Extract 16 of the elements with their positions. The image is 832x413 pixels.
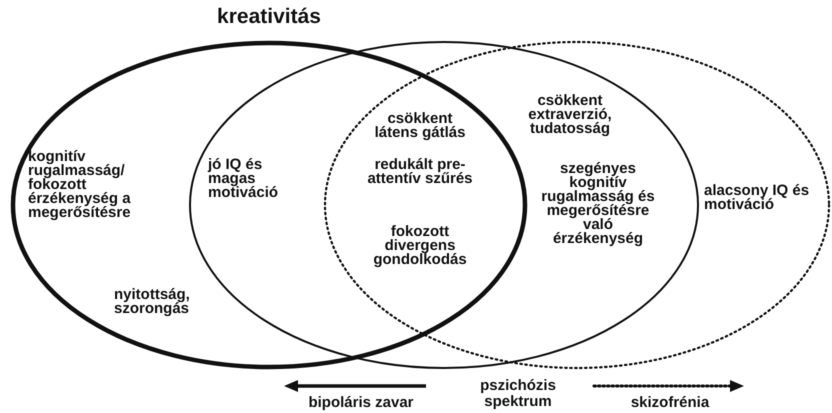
region-text: fokozott divergens gondolkodás	[372, 225, 468, 267]
venn-ellipse	[188, 40, 700, 370]
axis-label: bipoláris zavar	[307, 395, 415, 411]
region-text: redukált pre-attentív szűrés	[366, 158, 474, 186]
axis-label: pszichózis spektrum	[479, 378, 557, 410]
region-text: jó IQ és magas motiváció	[208, 158, 280, 200]
region-text: alacsony IQ és motiváció	[704, 184, 810, 212]
venn-ellipse	[10, 8, 528, 370]
region-text: kognitív rugalmasság/ fokozott érzékenység a megerősítésre	[28, 150, 132, 220]
region-text: csökkent látens gátlás	[374, 112, 466, 140]
axis-label: skizofrénia	[630, 395, 710, 411]
region-text: csökkent extraverzió, tudatosság	[527, 94, 613, 136]
region-text: szegényes kognitív rugalmasság és megerősítésre való érzékenység	[540, 162, 656, 246]
venn-ellipse	[323, 40, 831, 370]
set-title: kreativitás	[216, 6, 322, 28]
region-text: nyitottság, szorongás	[114, 288, 191, 316]
